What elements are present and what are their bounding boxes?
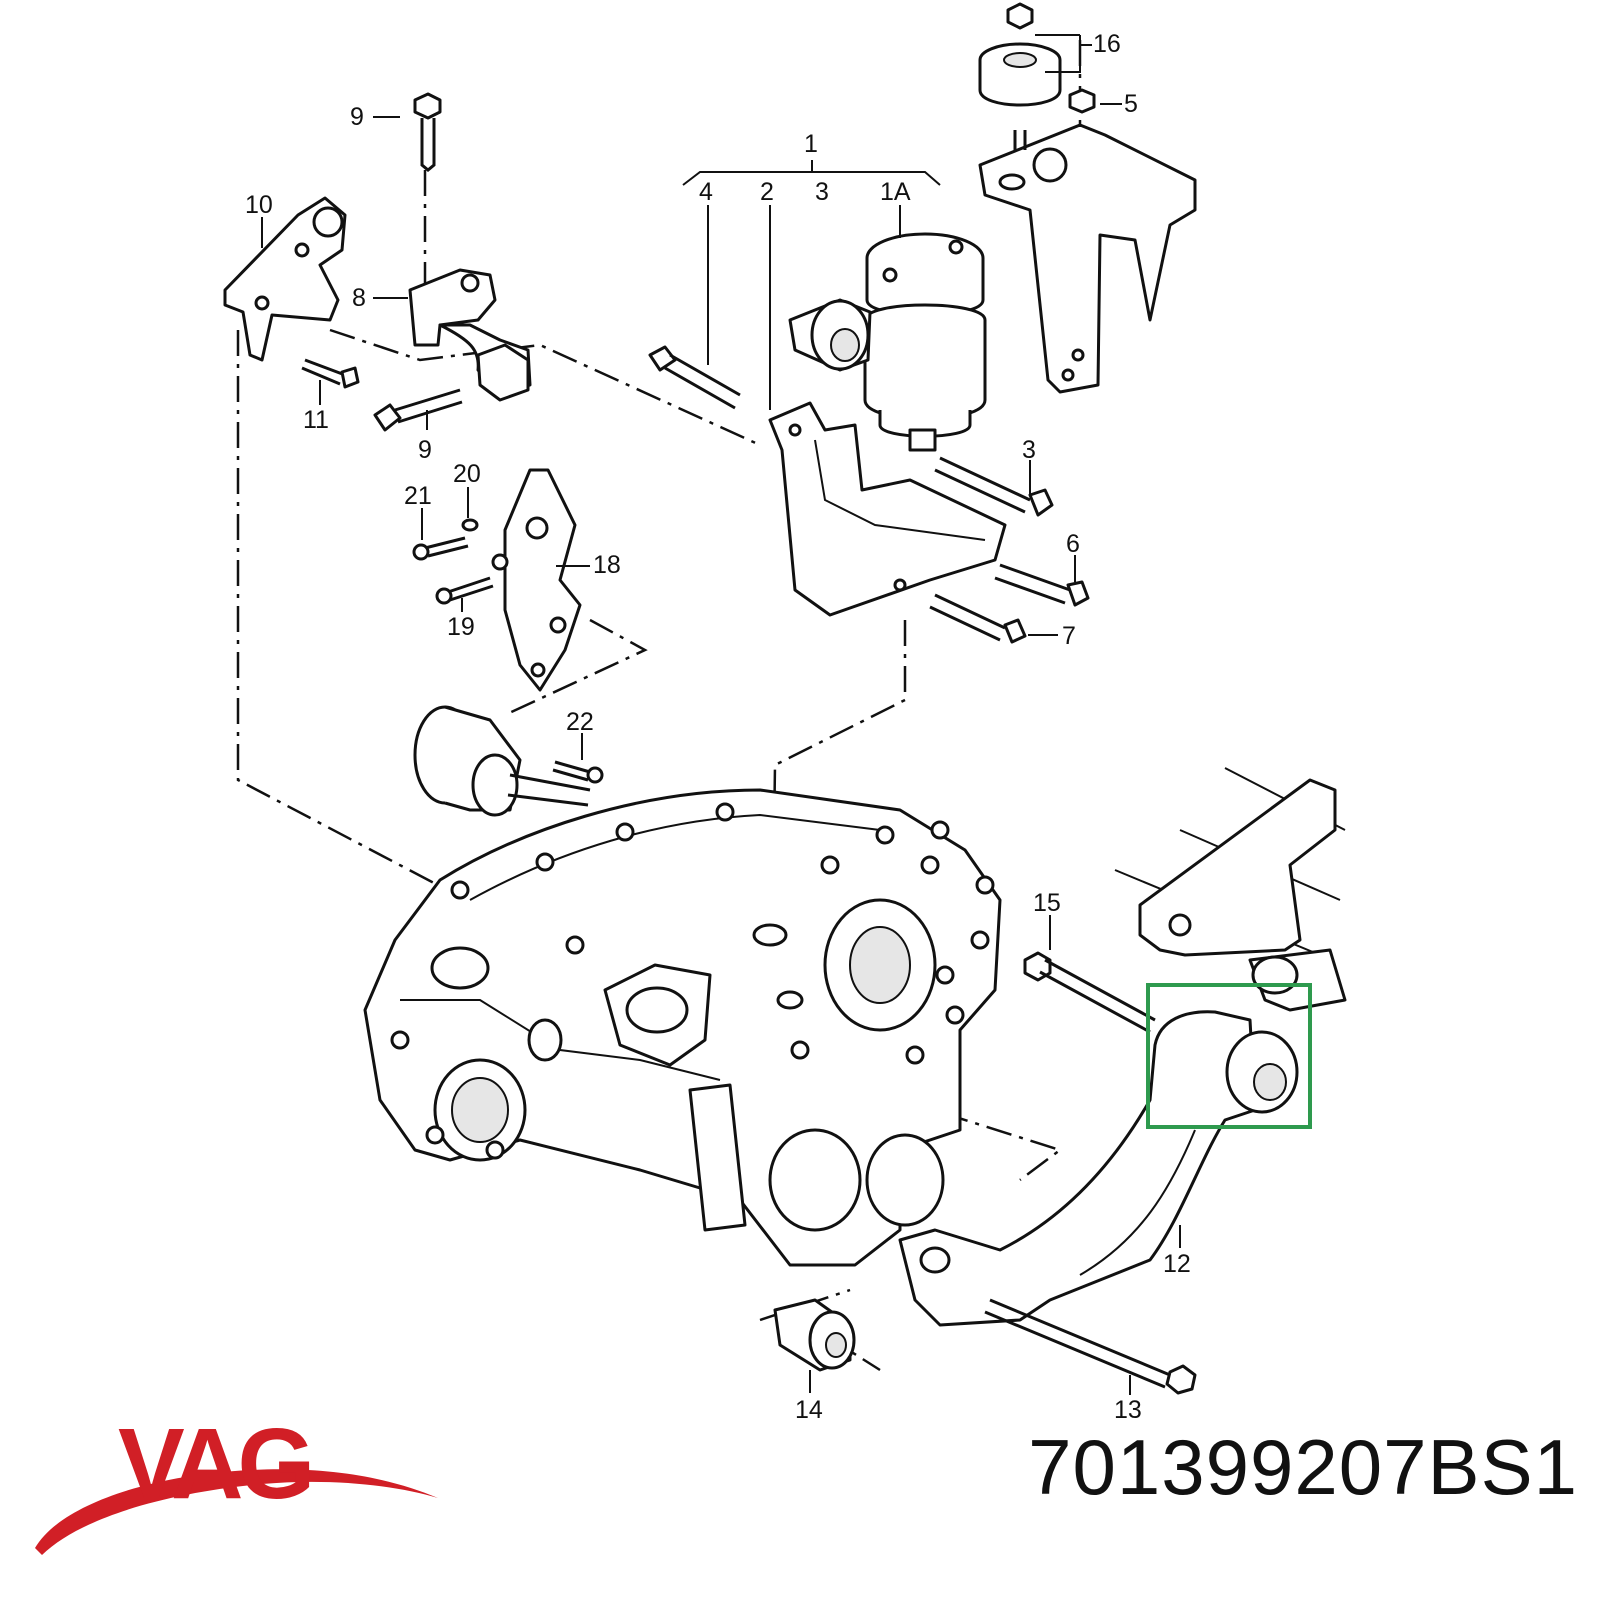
callout-16: 16: [1093, 30, 1121, 58]
callout-2: 2: [760, 178, 774, 206]
callout-1a: 1A: [880, 178, 911, 206]
callout-13: 13: [1114, 1396, 1142, 1424]
callout-3-top: 3: [815, 178, 829, 206]
engine-mount-assembly-1: [648, 160, 1090, 644]
callout-18: 18: [593, 551, 621, 579]
callout-21: 21: [404, 482, 432, 510]
callout-4: 4: [699, 178, 713, 206]
flange-22: [413, 705, 604, 817]
bracket-18: [412, 468, 582, 692]
part-number: 701399207BS1: [1028, 1423, 1578, 1511]
callout-10: 10: [245, 191, 273, 219]
brand-logo: VAG: [35, 1408, 438, 1555]
callout-1: 1: [804, 130, 818, 158]
callout-14: 14: [795, 1396, 823, 1424]
logo-wordmark: VAG: [118, 1408, 309, 1520]
callout-20: 20: [453, 460, 481, 488]
callout-6: 6: [1066, 530, 1080, 558]
callout-5: 5: [1124, 90, 1138, 118]
callout-11: 11: [303, 406, 329, 434]
highlight-box: [1146, 983, 1312, 1129]
logo-swoosh: [35, 1469, 438, 1555]
holder-8: [408, 268, 532, 402]
callout-8: 8: [352, 284, 366, 312]
callout-12: 12: [1163, 1250, 1191, 1278]
bushing-14: [773, 1298, 856, 1372]
bracket-10: [223, 196, 347, 362]
torque-rod-12: [898, 951, 1299, 1395]
callout-labels: 1 4 2 3 1A 9 10 8 11 9 16 5 3 6 7 20 21 …: [245, 30, 1191, 1424]
callout-22: 22: [566, 708, 594, 736]
callout-15: 15: [1033, 889, 1061, 917]
bolts-9-11: [301, 92, 463, 432]
subframe: [1114, 767, 1347, 1012]
callout-19: 19: [447, 613, 475, 641]
leader-lines: [261, 34, 1181, 1395]
callout-7: 7: [1062, 622, 1076, 650]
gearbox-housing: [363, 788, 1002, 1267]
callout-9-top: 9: [350, 103, 364, 131]
callout-3-right: 3: [1022, 436, 1036, 464]
support-bracket-5-16: [978, 2, 1197, 394]
callout-9-bottom: 9: [418, 436, 432, 464]
